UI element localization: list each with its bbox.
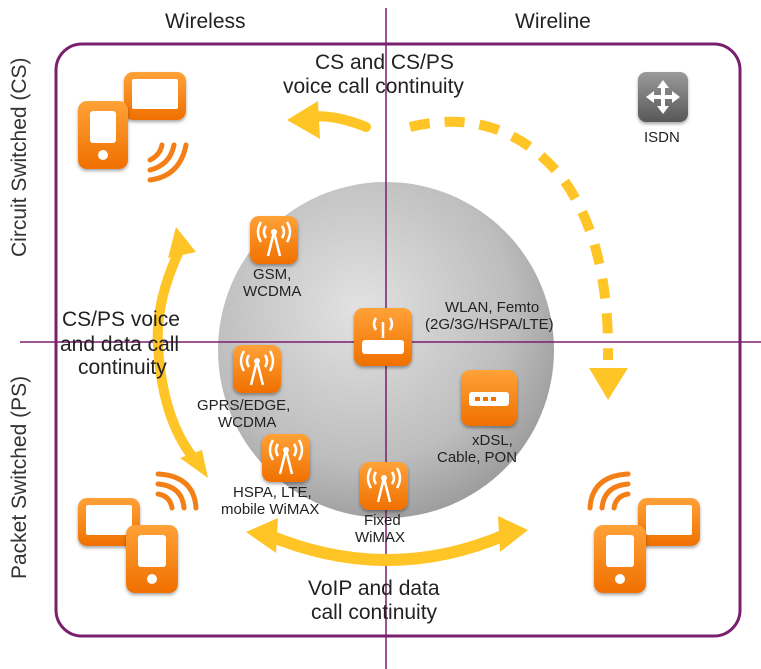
gsm-label-line2: WCDMA <box>243 283 302 300</box>
top-arc-label-line2: voice call continuity <box>283 75 464 98</box>
fixed-wimax-label-line2: WiMAX <box>355 529 405 546</box>
isdn-icon <box>638 72 688 122</box>
phone-icon-bottom-right <box>594 525 646 593</box>
laptop-icon-top-left <box>124 72 186 120</box>
antenna-icon <box>239 350 275 386</box>
top-arc-label-line1: CS and CS/PS <box>315 51 454 74</box>
top-arc-arrowhead <box>287 101 320 139</box>
quadrant-frame <box>54 42 742 638</box>
circuit-switched-label: Circuit Switched (CS) <box>8 57 31 257</box>
xdsl-label-line1: xDSL, <box>472 432 513 449</box>
left-arc-label-line2: and data call <box>60 333 180 356</box>
fixed-wimax-tower-icon <box>360 462 408 510</box>
antenna-icon <box>366 467 402 503</box>
modem-icon <box>469 392 509 406</box>
left-arc-arrowhead-top <box>168 227 196 258</box>
gprs-label-line1: GPRS/EDGE, <box>197 397 291 414</box>
antenna-icon <box>268 439 304 475</box>
left-arc-arrowhead-bottom <box>180 450 208 478</box>
hspa-tower-icon <box>262 434 310 482</box>
hspa-label-line2: mobile WiMAX <box>221 501 320 518</box>
left-arc-label-line1: CS/PS voice <box>62 308 180 331</box>
gsm-tower-icon <box>250 216 298 264</box>
fixed-wimax-label-line1: Fixed <box>364 512 401 529</box>
bottom-arc-label-line1: VoIP and data <box>308 577 440 600</box>
gsm-label-line1: GSM, <box>253 266 292 283</box>
hspa-label-line1: HSPA, LTE, <box>233 484 312 501</box>
dashed-arc <box>408 116 614 361</box>
laptop-icon-bottom-right <box>638 498 700 546</box>
cross-arrows-icon <box>646 80 680 114</box>
antenna-icon <box>256 221 292 257</box>
phone-icon-bottom-left <box>126 525 178 593</box>
dashed-arc-arrowhead <box>589 368 628 400</box>
left-arc-label-line3: continuity <box>78 356 167 379</box>
xdsl-modem-icon <box>461 370 517 426</box>
wireless-label: Wireless <box>165 10 246 33</box>
signal-waves-bottom-right <box>587 471 631 511</box>
signal-waves-top-left <box>147 142 189 183</box>
wireline-label: Wireline <box>515 10 591 33</box>
isdn-label: ISDN <box>644 129 680 146</box>
gprs-label-line2: WCDMA <box>218 414 277 431</box>
phone-icon-top-left <box>78 101 128 169</box>
laptop-icon-bottom-left <box>78 498 140 546</box>
wlan-label-line1: WLAN, Femto <box>445 299 540 316</box>
bottom-arc-arrowhead-right <box>498 516 528 552</box>
gprs-tower-icon <box>233 345 281 393</box>
packet-switched-label: Packet Switched (PS) <box>8 375 31 579</box>
bottom-arc-arrowhead-left <box>246 518 278 553</box>
xdsl-label-line2: Cable, PON <box>437 449 518 466</box>
left-arc <box>152 240 200 465</box>
signal-waves-bottom-left <box>155 471 199 511</box>
bottom-arc-label-line2: call continuity <box>311 601 438 624</box>
wlan-router-icon <box>354 308 412 366</box>
router-icon <box>362 317 404 354</box>
wlan-label-line2: (2G/3G/HSPA/LTE) <box>425 316 554 333</box>
bottom-arc <box>262 529 511 566</box>
